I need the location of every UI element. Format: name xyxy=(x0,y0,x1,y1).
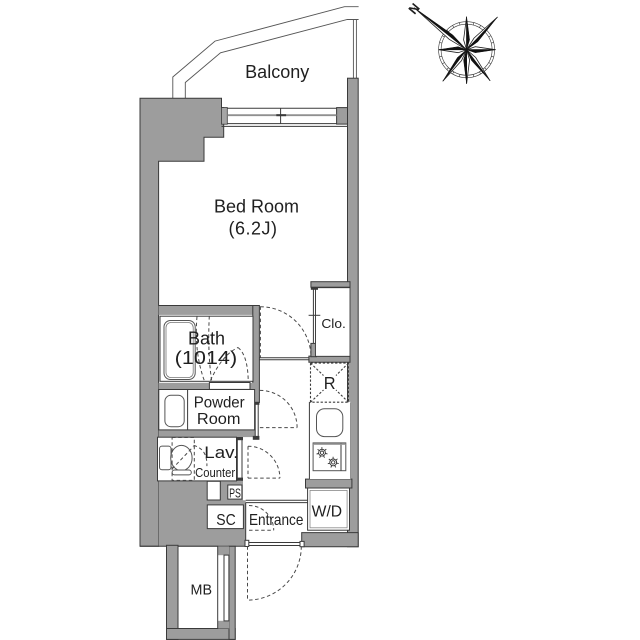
svg-text:SC: SC xyxy=(216,512,236,529)
svg-text:PS: PS xyxy=(229,486,241,501)
svg-text:Lav.: Lav. xyxy=(204,444,238,462)
svg-text:R: R xyxy=(324,373,336,393)
svg-text:(1014): (1014) xyxy=(175,348,238,368)
svg-text:Powder: Powder xyxy=(194,395,245,412)
svg-text:Entrance: Entrance xyxy=(249,512,304,529)
svg-text:Room: Room xyxy=(197,411,241,428)
svg-text:(6.2J): (6.2J) xyxy=(228,218,277,238)
svg-text:Clo.: Clo. xyxy=(321,316,346,331)
svg-text:W/D: W/D xyxy=(312,503,343,520)
svg-text:Bath: Bath xyxy=(188,329,225,349)
svg-text:Bed Room: Bed Room xyxy=(214,196,299,216)
svg-text:MB: MB xyxy=(191,582,213,599)
svg-text:Balcony: Balcony xyxy=(245,62,309,82)
svg-text:Counter: Counter xyxy=(195,465,235,480)
